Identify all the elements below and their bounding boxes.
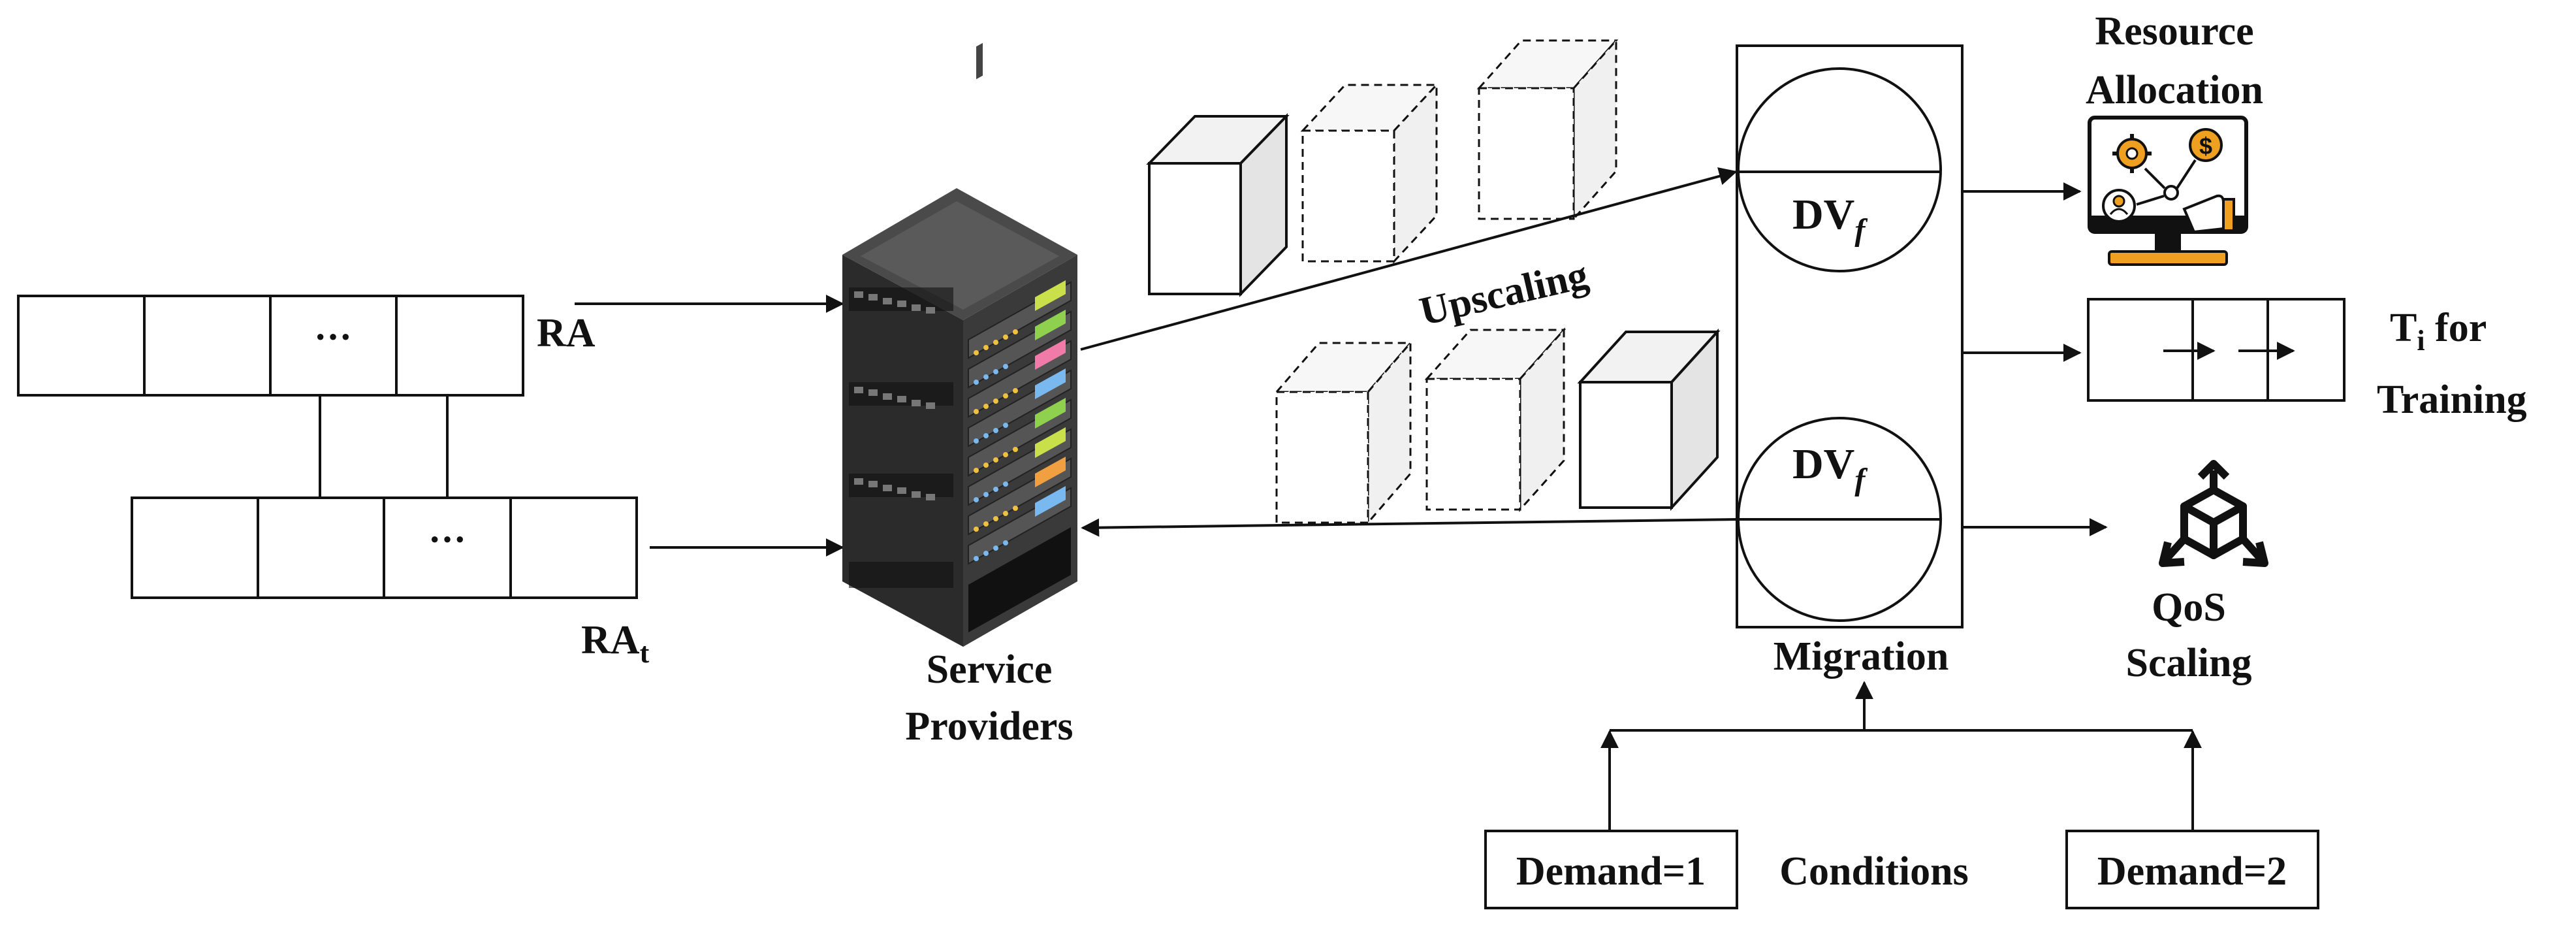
demand1-label: Demand=1: [1516, 849, 1706, 894]
demand2-box: [2065, 830, 2319, 909]
resource-allocation-label-line2: Allocation: [2086, 68, 2263, 112]
dv-f-top-label: DVf: [1792, 191, 1868, 248]
upscaling-arrow: [1080, 167, 1738, 351]
ra-ellipsis: ···: [314, 316, 352, 358]
migration-label: Migration: [1773, 634, 1949, 679]
ra-array: ···: [17, 295, 524, 397]
conditions-label: Conditions: [1779, 849, 1968, 894]
monitor-gear-dollar-user-icon: $: [2088, 116, 2248, 266]
training-array: [2087, 298, 2345, 402]
dv-f-bottom: DVf: [1737, 417, 1942, 622]
service-providers-label-line1: Service: [927, 647, 1053, 692]
cube-arrows-icon: [2159, 460, 2268, 567]
ra-t-array: ···: [131, 496, 638, 599]
ra-t-ellipsis: ···: [428, 518, 466, 561]
cube-dashed-bottom-2: [1424, 327, 1566, 512]
server-rack-icon: [842, 42, 1077, 647]
return-arrow: [1081, 518, 1739, 537]
qos-label-line1: QoS: [2152, 585, 2226, 630]
cube-dashed-top-1: [1300, 82, 1439, 264]
cube-dashed-bottom-1: [1274, 340, 1413, 526]
cube-solid-top: [1146, 113, 1290, 297]
qos-label-line2: Scaling: [2126, 641, 2252, 685]
resource-allocation-label-line1: Resource: [2095, 9, 2253, 54]
ti-for-label: Ti for: [2390, 306, 2487, 357]
ra-label: RA: [537, 311, 596, 355]
cube-solid-bottom: [1577, 328, 1721, 512]
service-providers-label-line2: Providers: [905, 704, 1073, 749]
upscaling-label: Upscaling: [1416, 252, 1592, 334]
dv-f-bottom-label: DVf: [1792, 440, 1868, 497]
training-label: Training: [2377, 378, 2527, 422]
svg-text:$: $: [2199, 133, 2212, 159]
cube-dashed-top-2: [1476, 38, 1619, 221]
ra-t-label: RAt: [581, 618, 650, 669]
demand1-box: [1484, 830, 1738, 909]
demand2-label: Demand=2: [2097, 849, 2287, 894]
dv-f-top: DVf: [1737, 67, 1942, 272]
